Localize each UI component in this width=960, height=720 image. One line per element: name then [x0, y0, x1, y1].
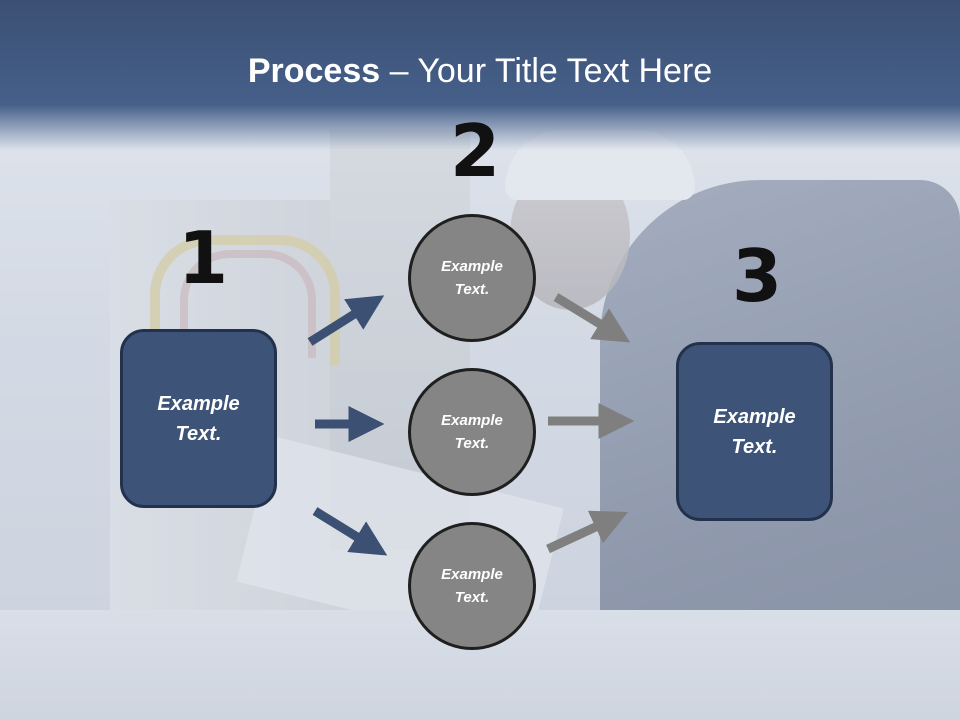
arrow-left-to-top: [307, 295, 385, 346]
circle-step-middle[interactable]: Example Text.: [408, 368, 536, 496]
title-band: [0, 0, 960, 150]
right-process-box[interactable]: Example Text.: [676, 342, 833, 521]
arrow-top-to-right: [553, 293, 631, 343]
step-number-2: 2: [450, 109, 501, 193]
arrow-bottom-to-right: [546, 510, 629, 554]
title-bold: Process: [247, 52, 381, 90]
circle-step-top[interactable]: Example Text.: [408, 214, 536, 342]
title-rest: – Your Title Text Here: [380, 52, 713, 90]
left-process-box[interactable]: Example Text.: [120, 329, 277, 508]
step-number-3: 3: [732, 234, 783, 318]
arrow-left-to-bottom: [312, 507, 388, 556]
circle-step-bottom[interactable]: Example Text.: [408, 522, 536, 650]
slide-title[interactable]: Process – Your Title Text Here: [0, 52, 960, 91]
step-number-1: 1: [178, 216, 229, 300]
